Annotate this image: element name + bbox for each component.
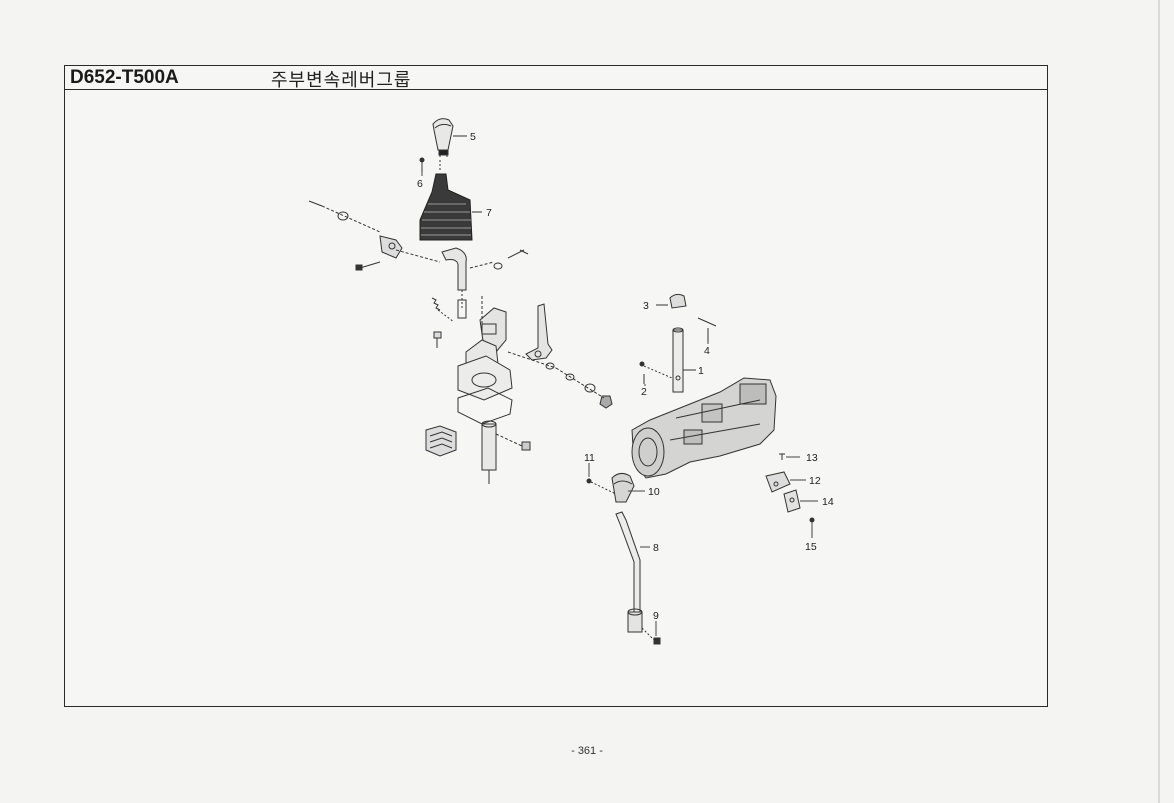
callout-12: 12 bbox=[809, 475, 821, 487]
part-4-pin bbox=[697, 317, 717, 342]
part-bolt-vertical bbox=[433, 331, 442, 348]
part-9-bolt bbox=[641, 627, 661, 645]
part-5-shift-knob bbox=[432, 118, 454, 157]
callout-14: 14 bbox=[822, 496, 834, 508]
part-14-plate bbox=[783, 489, 801, 513]
part-12-bracket bbox=[765, 471, 791, 493]
part-lower-boot bbox=[425, 425, 457, 457]
part-group-code: D652-T500A bbox=[70, 67, 179, 88]
callout-10: 10 bbox=[648, 486, 660, 498]
callout-4: 4 bbox=[704, 345, 710, 357]
diagram-frame: D652-T500A 주부변속레버그룹 bbox=[64, 65, 1048, 707]
part-8-lever bbox=[615, 511, 643, 633]
callout-2: 2 bbox=[641, 386, 647, 398]
callout-8: 8 bbox=[653, 542, 659, 554]
callout-13: 13 bbox=[806, 452, 818, 464]
part-pin-washer-left bbox=[308, 200, 441, 271]
callout-7: 7 bbox=[486, 207, 492, 219]
part-lever-bracket bbox=[457, 296, 513, 425]
leader-lines bbox=[421, 172, 818, 636]
page-number: - 361 - bbox=[571, 745, 603, 757]
part-1-shaft bbox=[672, 327, 696, 393]
part-13-screw bbox=[779, 453, 785, 460]
part-lever-lower-tube bbox=[481, 420, 531, 484]
part-15-screw bbox=[809, 517, 815, 523]
part-10-knob bbox=[611, 472, 635, 503]
callout-3: 3 bbox=[643, 300, 649, 312]
part-group-title: 주부변속레버그룹 bbox=[271, 70, 412, 91]
part-11-bolt bbox=[586, 478, 617, 495]
callout-1: 1 bbox=[698, 365, 704, 377]
part-7-rubber-boot bbox=[419, 173, 473, 241]
part-selector-arm bbox=[507, 303, 613, 409]
callout-6: 6 bbox=[417, 178, 423, 190]
part-shift-lever-upper bbox=[441, 247, 529, 319]
callout-9: 9 bbox=[653, 610, 659, 622]
callout-11: 11 bbox=[584, 452, 595, 464]
part-3-cap bbox=[669, 293, 687, 309]
title-bar: D652-T500A 주부변속레버그룹 bbox=[65, 66, 1047, 91]
callout-5: 5 bbox=[470, 131, 476, 143]
callout-15: 15 bbox=[805, 541, 817, 553]
transmission-housing bbox=[631, 377, 777, 479]
page-edge-shadow bbox=[1158, 0, 1160, 803]
part-spring bbox=[431, 297, 455, 323]
part-2-bolt bbox=[639, 361, 673, 384]
part-6-bolt bbox=[419, 157, 425, 172]
